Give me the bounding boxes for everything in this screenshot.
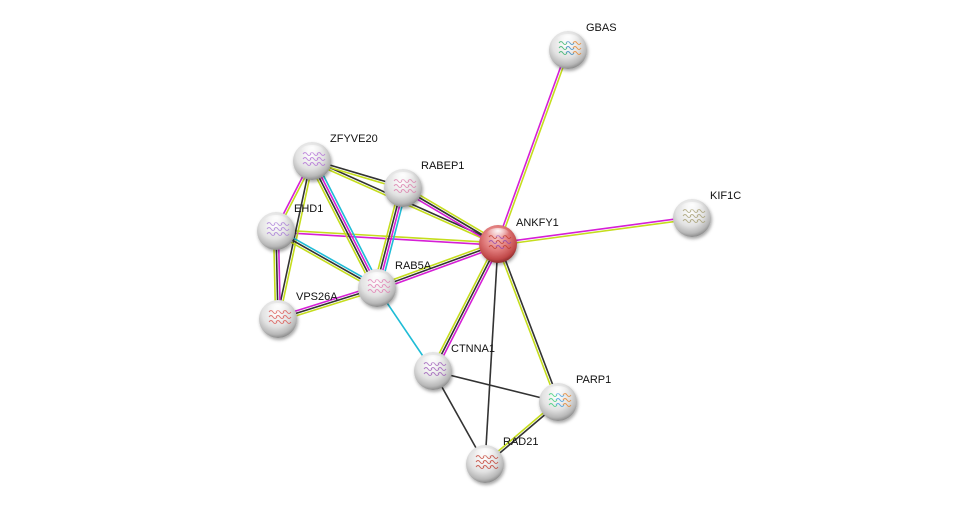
edges-layer <box>272 49 693 466</box>
edge-zfyve20-rab5a[interactable] <box>308 158 381 291</box>
node-label: EHD1 <box>294 203 323 215</box>
node-rabep1[interactable]: RABEP1 <box>384 160 464 207</box>
node-label: RAD21 <box>503 436 538 448</box>
node-ankfy1[interactable]: ANKFY1 <box>479 217 559 263</box>
node-highlight <box>266 303 290 317</box>
edge-evidence-textmining <box>308 162 375 291</box>
node-ehd1[interactable]: EHD1 <box>257 203 323 250</box>
edge-evidence-textmining <box>496 244 558 403</box>
node-highlight <box>365 272 389 286</box>
node-highlight <box>300 145 324 159</box>
edge-ankfy1-parp1[interactable] <box>496 243 560 403</box>
edge-evidence-coexpression <box>310 161 377 289</box>
node-rad21[interactable]: RAD21 <box>466 436 538 483</box>
edge-ankfy1-rad21[interactable] <box>484 243 499 465</box>
edge-ctnna1-parp1[interactable] <box>432 370 559 403</box>
node-vps26a[interactable]: VPS26A <box>259 291 338 338</box>
node-zfyve20[interactable]: ZFYVE20 <box>293 133 378 180</box>
edge-evidence-experiments <box>377 245 500 292</box>
node-label: CTNNA1 <box>451 343 495 355</box>
edge-evidence-coexpression <box>498 243 560 402</box>
edge-evidence-textmining <box>274 232 377 291</box>
node-highlight <box>556 34 580 48</box>
edge-ankfy1-gbas[interactable] <box>496 49 570 245</box>
node-highlight <box>473 448 497 462</box>
edge-evidence-databases <box>276 228 379 287</box>
node-highlight <box>264 215 288 229</box>
node-label: ANKFY1 <box>516 217 559 229</box>
edge-ankfy1-kif1c[interactable] <box>497 216 693 246</box>
edge-evidence-coexpression <box>484 243 499 465</box>
edge-evidence-textmining <box>498 50 570 245</box>
edge-ankfy1-rab5a[interactable] <box>375 240 500 292</box>
node-parp1[interactable]: PARP1 <box>539 374 611 421</box>
node-highlight <box>486 228 510 242</box>
node-highlight <box>546 386 570 400</box>
node-label: PARP1 <box>576 374 611 386</box>
edge-evidence-textmining <box>430 242 497 371</box>
node-kif1c[interactable]: KIF1C <box>673 190 741 237</box>
edge-evidence-textmining <box>498 218 693 246</box>
node-label: RABEP1 <box>421 160 464 172</box>
node-highlight <box>680 202 704 216</box>
edge-evidence-experiments <box>275 231 498 246</box>
node-label: GBAS <box>586 22 617 34</box>
edge-evidence-coexpression <box>432 370 559 403</box>
edge-evidence-experiments <box>497 216 692 244</box>
edge-evidence-experiments <box>312 160 379 288</box>
edge-evidence-databases <box>314 158 381 287</box>
node-label: RAB5A <box>395 260 432 272</box>
edge-evidence-experiments <box>434 244 501 373</box>
node-label: ZFYVE20 <box>330 133 378 145</box>
edge-evidence-coexpression <box>432 243 499 372</box>
edge-evidence-coexpression <box>276 160 312 319</box>
node-label: KIF1C <box>710 190 741 202</box>
node-gbas[interactable]: GBAS <box>549 22 617 69</box>
edge-evidence-textmining <box>375 240 498 287</box>
node-highlight <box>391 172 415 186</box>
edge-evidence-coexpression <box>376 243 499 289</box>
node-ctnna1[interactable]: CTNNA1 <box>414 343 495 390</box>
node-label: VPS26A <box>296 291 338 303</box>
edge-evidence-coexpression <box>275 230 378 289</box>
edge-evidence-experiments <box>496 49 568 244</box>
node-highlight <box>421 355 445 369</box>
edge-ehd1-rab5a[interactable] <box>274 228 379 291</box>
edge-ankfy1-ctnna1[interactable] <box>430 242 501 373</box>
node-rab5a[interactable]: RAB5A <box>358 260 432 307</box>
